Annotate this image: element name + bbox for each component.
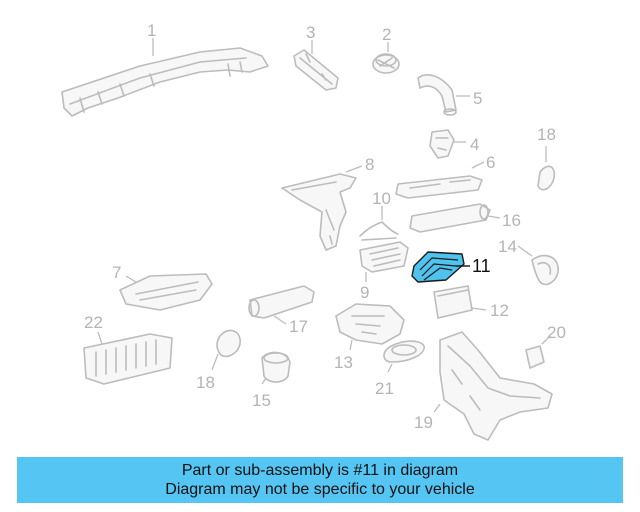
part-7-panel: 7 — [112, 263, 213, 311]
callout-15: 15 — [252, 391, 271, 410]
callout-1: 1 — [147, 21, 156, 40]
callout-17: 17 — [289, 317, 308, 336]
callout-16: 16 — [502, 211, 521, 230]
part-17-side-tube: 17 — [248, 285, 315, 336]
callout-14: 14 — [498, 237, 517, 256]
part-10-wire-clip: 10 — [359, 189, 399, 241]
callout-21: 21 — [375, 379, 394, 398]
part-13-housing: 13 — [334, 303, 405, 372]
part-16-tube: 16 — [409, 203, 521, 233]
info-banner: Part or sub-assembly is #11 in diagram D… — [17, 457, 623, 503]
callout-13: 13 — [334, 353, 353, 372]
callout-4: 4 — [470, 135, 479, 154]
callout-11: 11 — [472, 256, 491, 276]
callout-9: 9 — [360, 283, 369, 302]
banner-line-2: Diagram may not be specific to your vehi… — [165, 481, 475, 498]
part-15-cylinder-vent: 15 — [252, 351, 291, 410]
parts-diagram: 1 3 2 5 4 18 8 — [61, 21, 566, 441]
part-12-box: 12 — [433, 285, 509, 320]
part-6-register: 6 — [395, 153, 495, 199]
callout-3: 3 — [306, 23, 315, 42]
callout-8: 8 — [365, 155, 374, 174]
part-5-tube: 5 — [417, 74, 482, 116]
callout-22: 22 — [84, 313, 103, 332]
callout-19: 19 — [414, 413, 433, 432]
callout-2: 2 — [382, 25, 391, 44]
banner-line-1: Part or sub-assembly is #11 in diagram — [181, 462, 459, 479]
part-20-bracket: 20 — [525, 323, 566, 369]
callout-18-left: 18 — [196, 373, 215, 392]
part-21-oval-register: 21 — [375, 340, 425, 398]
part-19-floor-duct: 19 — [414, 331, 553, 441]
part-1-dash-duct: 1 — [61, 21, 269, 117]
part-8-center-duct: 8 — [281, 155, 374, 251]
callout-6: 6 — [486, 153, 495, 172]
callout-10: 10 — [372, 189, 391, 208]
part-2-vent-knob: 2 — [372, 25, 400, 74]
callout-12: 12 — [490, 301, 509, 320]
part-4-clip: 4 — [429, 129, 479, 159]
part-9-center-vent: 9 — [359, 241, 409, 302]
part-22-grille: 22 — [83, 313, 173, 385]
part-18-oval-vent-right: 18 — [537, 125, 556, 191]
callout-18-right: 18 — [537, 125, 556, 144]
part-3-bracket: 3 — [293, 23, 339, 91]
part-18-oval-vent-left: 18 — [196, 329, 241, 392]
callout-7: 7 — [112, 263, 121, 282]
part-14-round-vent: 14 — [498, 237, 559, 286]
callout-20: 20 — [547, 323, 566, 342]
callout-5: 5 — [473, 89, 482, 108]
part-11-highlighted[interactable]: 11 — [411, 251, 491, 283]
